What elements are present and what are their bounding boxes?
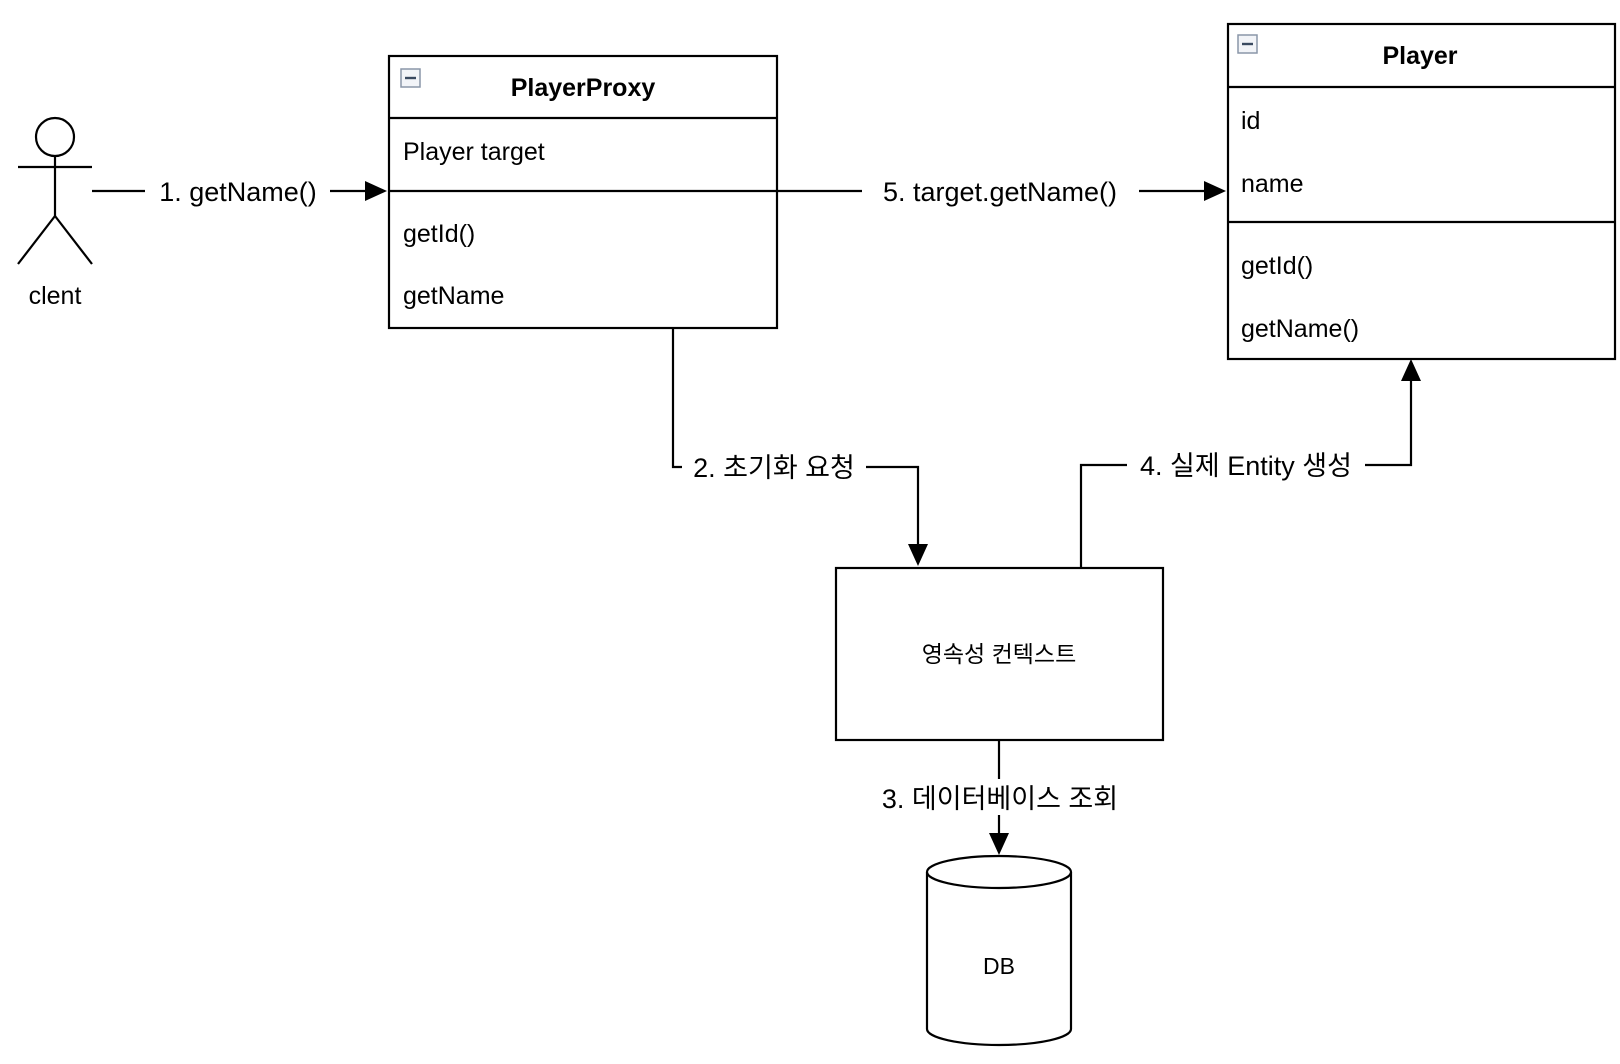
edge-step3: 3. 데이터베이스 조회 bbox=[868, 740, 1132, 855]
player-box bbox=[1226, 22, 1617, 361]
actor-leg-left bbox=[17, 215, 56, 265]
player-method: getName() bbox=[1241, 315, 1359, 343]
arrowhead bbox=[989, 833, 1009, 855]
edge-label-step2: 2. 초기화 요청 bbox=[693, 453, 855, 483]
arrowhead bbox=[1401, 359, 1421, 381]
database-cylinder-top bbox=[925, 854, 1073, 890]
client-actor: clent bbox=[17, 116, 93, 310]
database-label: DB bbox=[983, 953, 1015, 979]
player-proxy-title: PlayerProxy bbox=[511, 74, 656, 102]
actor-label: clent bbox=[29, 282, 82, 310]
player-attribute: id bbox=[1241, 107, 1260, 135]
arrowhead bbox=[1204, 181, 1226, 201]
actor-leg-right bbox=[54, 215, 93, 265]
player-class: Player id name getId() getName() bbox=[1226, 22, 1617, 361]
persistence-context-box bbox=[834, 566, 1165, 742]
arrowhead bbox=[365, 181, 387, 201]
edge-label-step5: 5. target.getName() bbox=[883, 177, 1117, 207]
player-method: getId() bbox=[1241, 252, 1313, 280]
persistence-context-label: 영속성 컨텍스트 bbox=[922, 641, 1077, 667]
player-proxy-method: getName bbox=[403, 282, 504, 310]
edge-label-step1: 1. getName() bbox=[159, 177, 317, 207]
database-cylinder-body bbox=[925, 872, 1073, 1047]
edge-step2: 2. 초기화 요청 bbox=[671, 328, 928, 566]
player-attribute: name bbox=[1241, 170, 1304, 198]
edge-label-step3: 3. 데이터베이스 조회 bbox=[882, 784, 1118, 814]
edge-step1: 1. getName() bbox=[92, 172, 387, 208]
player-proxy-attribute: Player target bbox=[403, 138, 545, 166]
actor-head bbox=[34, 116, 76, 158]
database: DB bbox=[925, 854, 1073, 1047]
edge-label-step4: 4. 실제 Entity 생성 bbox=[1140, 451, 1352, 481]
persistence-context: 영속성 컨텍스트 bbox=[834, 566, 1165, 742]
arrowhead bbox=[908, 544, 928, 566]
edge-step4: 4. 실제 Entity 생성 bbox=[1079, 359, 1421, 568]
player-proxy-method: getId() bbox=[403, 220, 475, 248]
collapse-icon[interactable] bbox=[1237, 34, 1258, 54]
player-proxy-class: PlayerProxy Player target getId() getNam… bbox=[387, 54, 779, 330]
collapse-icon[interactable] bbox=[400, 68, 421, 88]
edge-step5: 5. target.getName() bbox=[777, 172, 1226, 208]
player-title: Player bbox=[1382, 42, 1457, 70]
